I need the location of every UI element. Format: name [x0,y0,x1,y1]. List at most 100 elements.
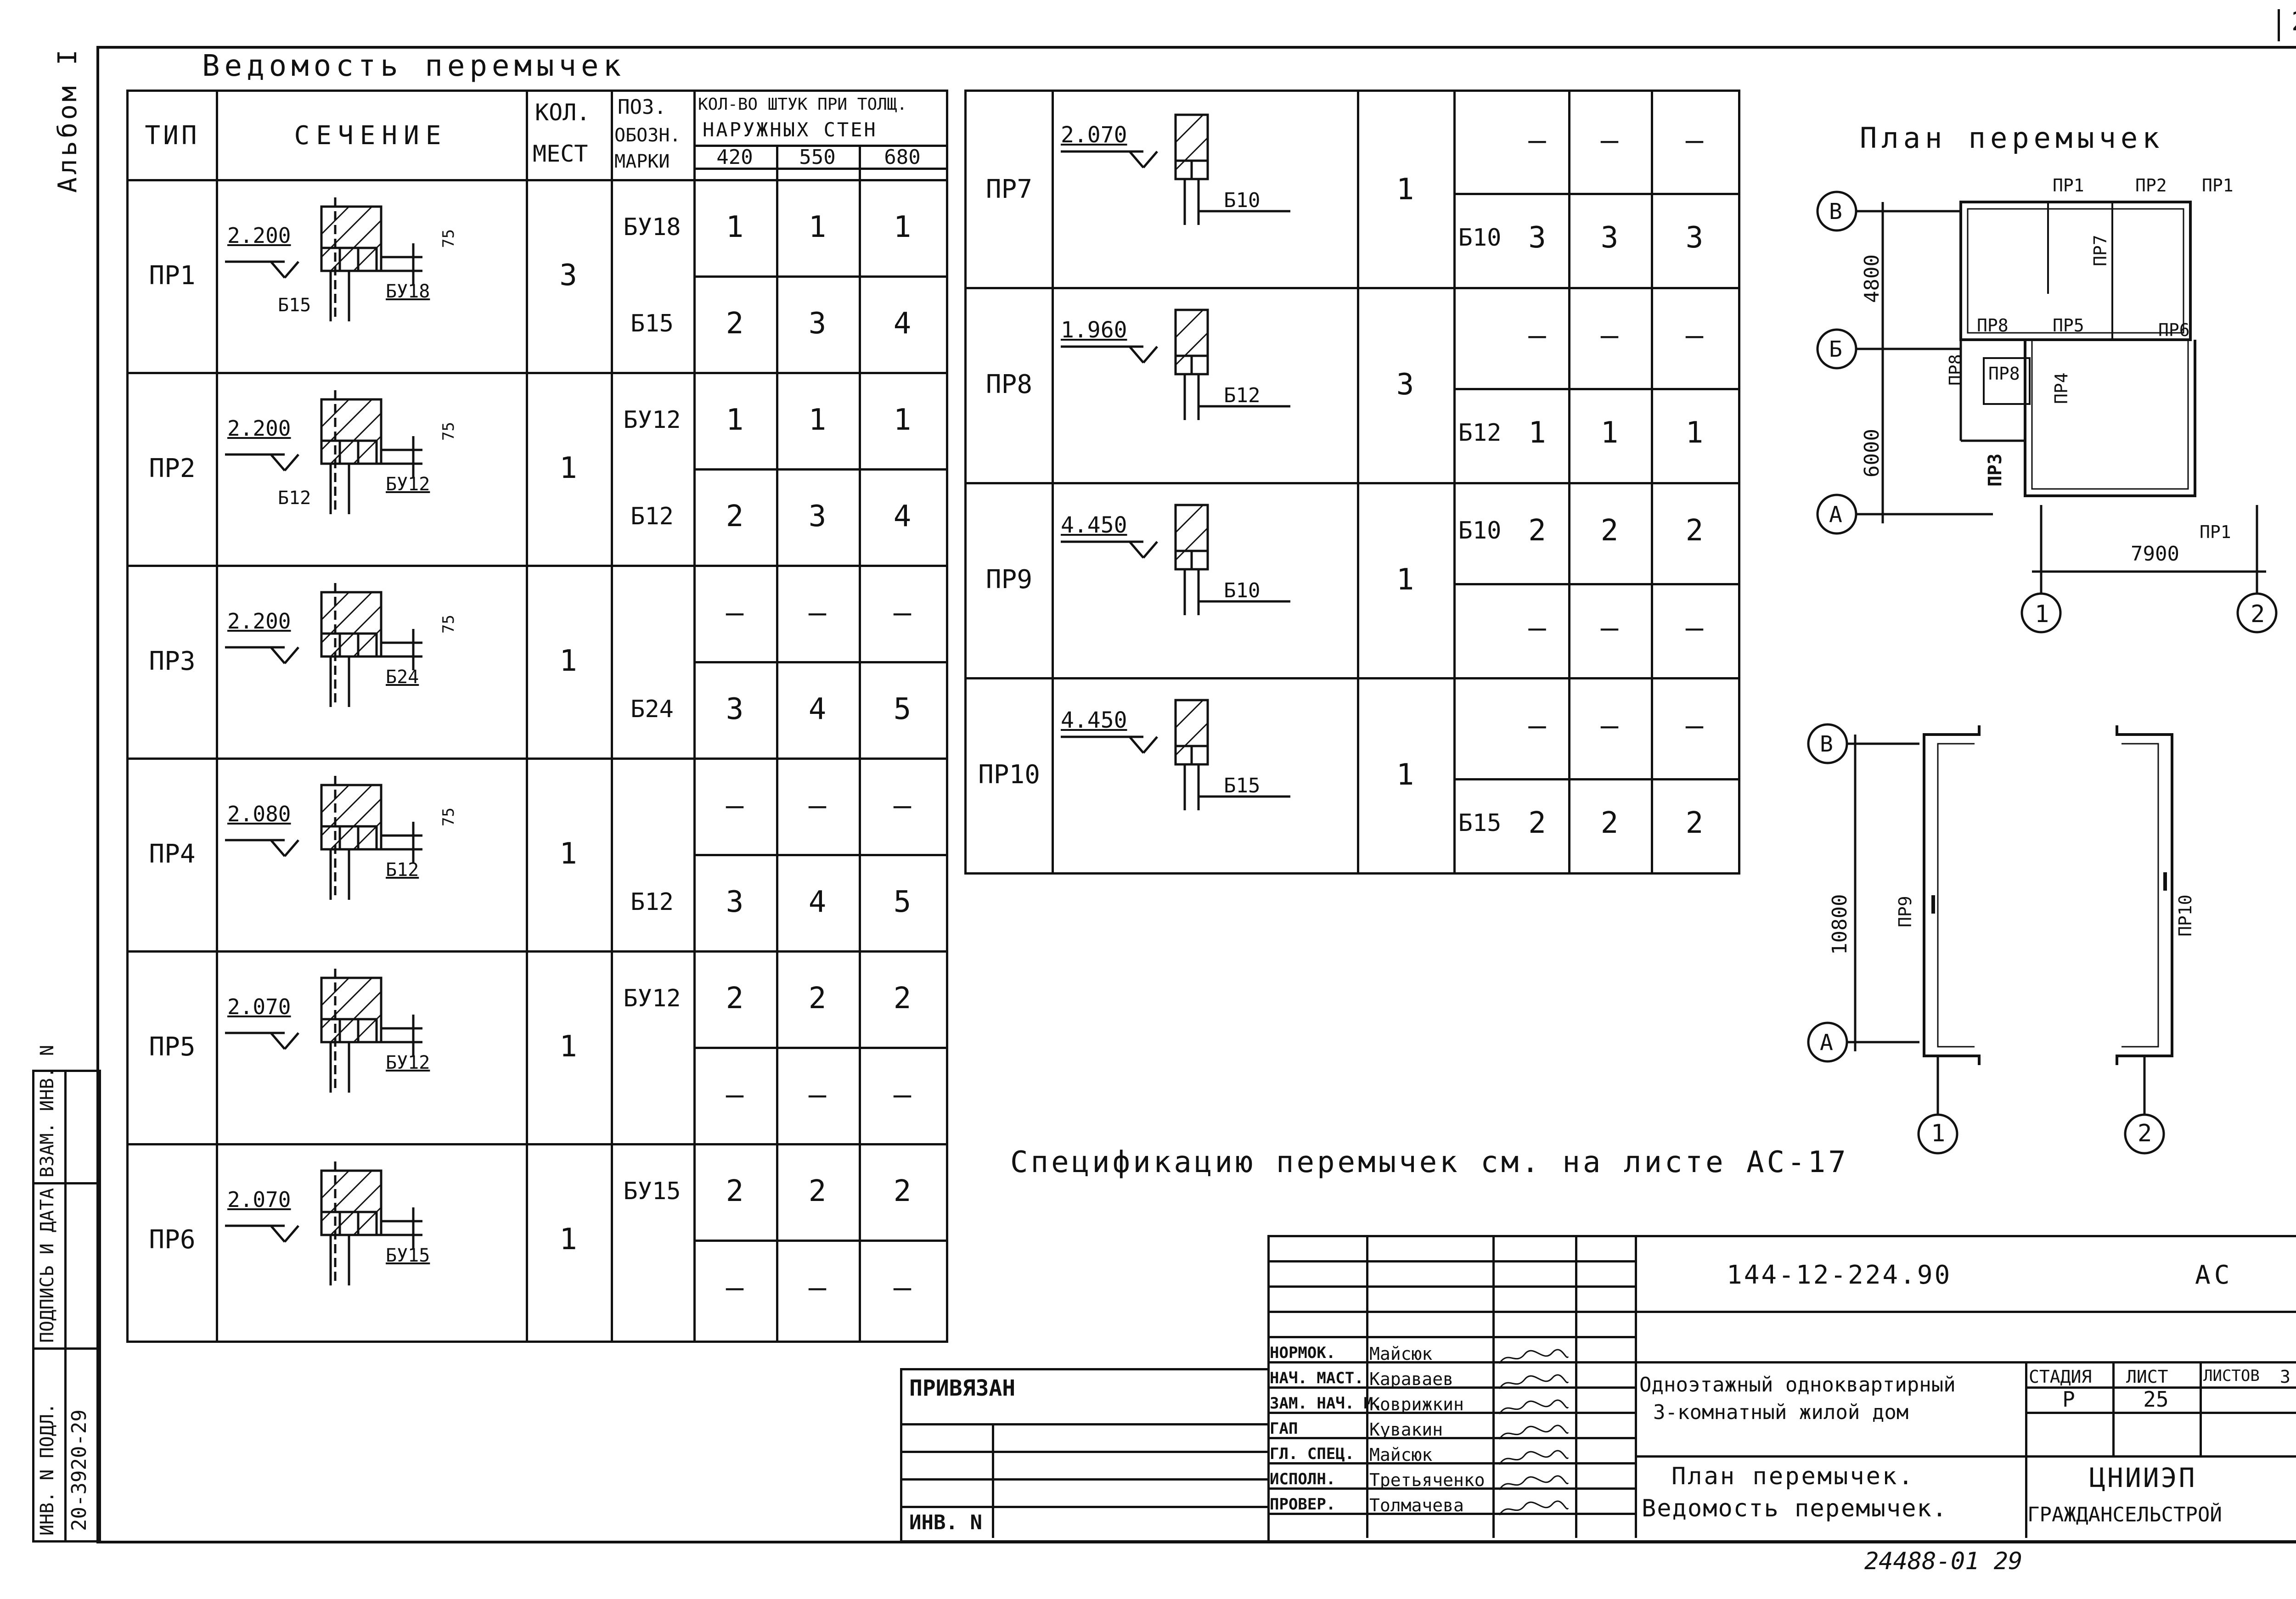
section-level: 2.200 [227,416,291,441]
hdr-count-2: НАРУЖНЫХ СТЕН [703,118,878,141]
row-count: — [893,1271,912,1305]
row-count: 4 [893,499,912,533]
label-pr5: ПР5 [2053,315,2084,336]
row-mark [611,565,693,661]
row-count: 2 [1600,514,1619,548]
row-count: 1 [726,403,744,437]
stamp-role: ПРОВЕР. [1270,1495,1336,1514]
row-mark [611,757,693,854]
row-count: 2 [726,307,744,341]
section-drawing [225,583,422,707]
side-stamp-sign-date: ПОДПИСЬ И ДАТА [37,1188,58,1343]
axis-2: 2 [2251,600,2265,628]
row-count: 3 [808,499,827,533]
dim-4800: 4800 [1860,254,1884,303]
signature [1498,1349,1569,1364]
row-count: — [1685,319,1704,353]
row-mark: Б10 [1458,517,1502,544]
axis-a-2: А [1820,1030,1833,1055]
plan-upper [1816,191,2278,634]
album-label: Альбом I [53,47,83,193]
stamp-project-2: 3-комнатный жилой дом [1653,1401,1909,1424]
section-label: Б10 [1224,579,1261,602]
stamp-role: НОРМОК. [1270,1344,1336,1362]
label-pr8a: ПР8 [1977,315,2009,336]
row-mark [1453,677,1506,774]
section-level: 4.450 [1061,707,1127,733]
signature [1498,1374,1569,1389]
stamp-sheet-h: ЛИСТ [2126,1367,2168,1387]
row-count: — [808,789,827,823]
stamp-title-1: План перемычек. [1671,1463,1915,1490]
row-type: ПР6 [149,1224,196,1255]
row-mark: БУ15 [623,1178,681,1205]
row-count: 1 [808,210,827,244]
row-count: — [808,1078,827,1112]
row-type: ПР1 [149,260,196,291]
stamp-org-1: ЦНИИЭП [2089,1462,2197,1493]
row-type: ПР10 [978,760,1040,790]
left-table-title: Ведомость перемычек [202,49,626,83]
row-count: 3 [1685,221,1704,255]
section-drawing [225,1161,422,1285]
axis-1-2: 1 [1931,1120,1946,1147]
hdr-pos-1: ПОЗ. [618,95,666,119]
row-places: 1 [1396,172,1414,207]
section-drawing [1061,113,1290,225]
row-mark [611,1047,693,1143]
row-count: — [1685,611,1704,645]
hdr-places-1: КОЛ. [535,99,591,126]
hdr-w2: 550 [799,146,836,169]
stamp-sheets-v: 3 [2280,1367,2290,1387]
row-mark: БУ12 [623,985,681,1012]
label-pr6: ПР6 [2158,320,2190,340]
label-pr1c: ПР1 [2200,522,2231,542]
hdr-pos-2: ОБОЗН. [614,125,681,146]
row-places: 1 [1396,562,1414,597]
section-label-b: БУ12 [386,1052,430,1073]
row-count: 1 [726,210,744,244]
section-label-b: БУ18 [386,281,430,302]
section-level: 2.070 [1061,122,1127,148]
row-count: 2 [1528,806,1546,840]
row-mark: Б12 [1458,419,1502,447]
label-pr10: ПР10 [2175,894,2195,937]
stamp-stage-h: СТАДИЯ [2029,1367,2092,1387]
title-block: ПРИВЯЗАН ИНВ. N НОРМОК. Майсюк НАЧ. МАСТ… [900,1235,2296,1543]
row-count: 2 [808,1174,827,1208]
stamp-sheets-h: ЛИСТОВ [2203,1367,2260,1385]
row-count: 3 [1528,221,1546,255]
row-count: 5 [893,885,912,919]
row-count: — [1600,123,1619,157]
row-count: — [893,1078,912,1112]
row-count: 2 [726,982,744,1016]
label-pr3: ПР3 [1985,453,2006,487]
section-dim: 75 [439,808,458,826]
axis-2-2: 2 [2138,1120,2152,1147]
axis-a: А [1829,502,1842,527]
row-places: 1 [1396,757,1414,792]
row-count: 1 [893,403,912,437]
hdr-section: СЕЧЕНИЕ [294,120,448,151]
signature [1498,1475,1569,1490]
row-count: 4 [808,885,827,919]
row-count: 4 [893,307,912,341]
section-drawing [225,969,422,1093]
stamp-name: Кувакин [1369,1419,1443,1440]
row-count: — [893,596,912,630]
left-table: ТИП СЕЧЕНИЕ КОЛ. МЕСТ ПОЗ. ОБОЗН. МАРКИ … [126,90,948,1343]
stamp-role: ИСПОЛН. [1270,1470,1336,1488]
signature [1498,1425,1569,1440]
hdr-places-2: МЕСТ [533,140,588,167]
row-places: 3 [1396,367,1414,402]
row-count: 2 [1528,514,1546,548]
stamp-name: Караваев [1369,1369,1454,1389]
section-level: 2.070 [227,1187,291,1212]
row-count: 2 [1600,806,1619,840]
row-count: 1 [1600,416,1619,450]
section-label: Б10 [1224,189,1261,212]
row-count: — [726,789,744,823]
label-pr1b: ПР1 [2202,175,2234,196]
side-stamp-inv-value: 20-3920-29 [68,1409,91,1531]
